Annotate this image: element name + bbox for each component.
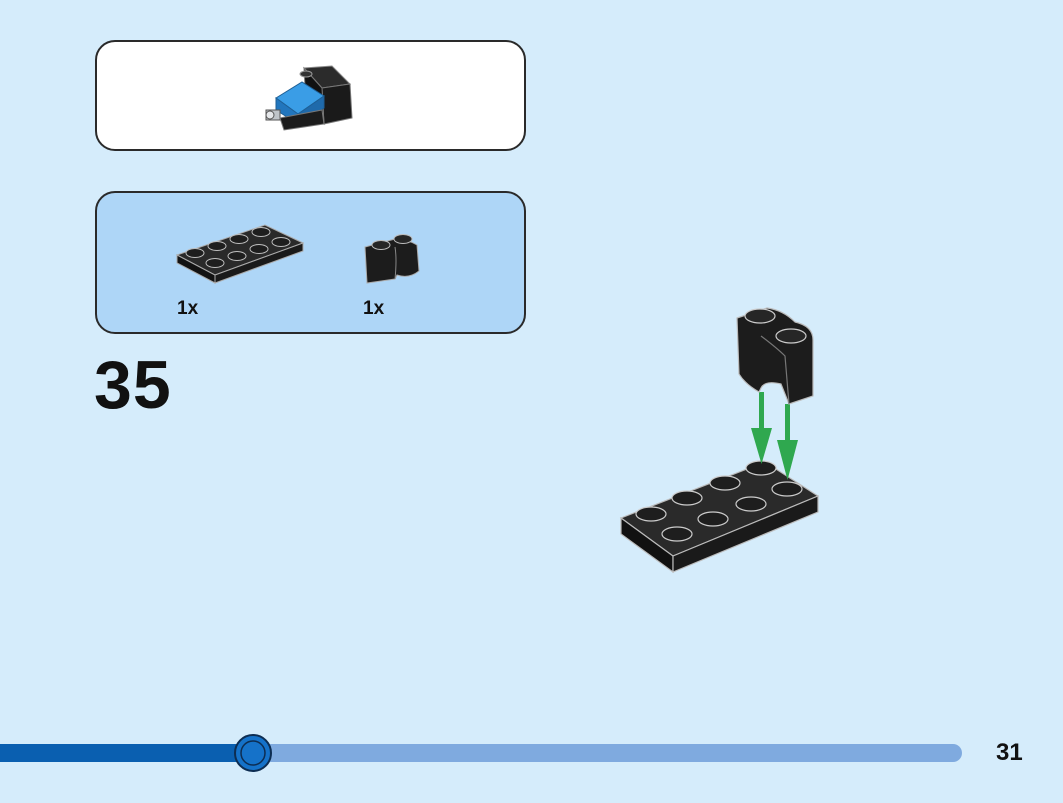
- submodel-panel: [95, 40, 526, 151]
- submodel-model-image: [265, 65, 353, 131]
- plate-2x4: [619, 460, 820, 574]
- round-corner-brick: [736, 307, 814, 405]
- progress-fill: [0, 744, 253, 762]
- progress-marker-inner: [240, 740, 266, 766]
- part-quantity-plate: 1x: [177, 298, 199, 319]
- page-number: 31: [996, 739, 1023, 766]
- progress-bar: [0, 734, 962, 772]
- part-plate-2x4-image: [175, 224, 305, 284]
- part-round-brick-image: [364, 234, 420, 284]
- build-illustration: [619, 307, 820, 574]
- placement-arrows: [751, 392, 798, 480]
- step-number: 35: [94, 347, 172, 423]
- part-quantity-round-brick: 1x: [363, 298, 385, 319]
- parts-list-panel: 1x 1x: [95, 191, 526, 334]
